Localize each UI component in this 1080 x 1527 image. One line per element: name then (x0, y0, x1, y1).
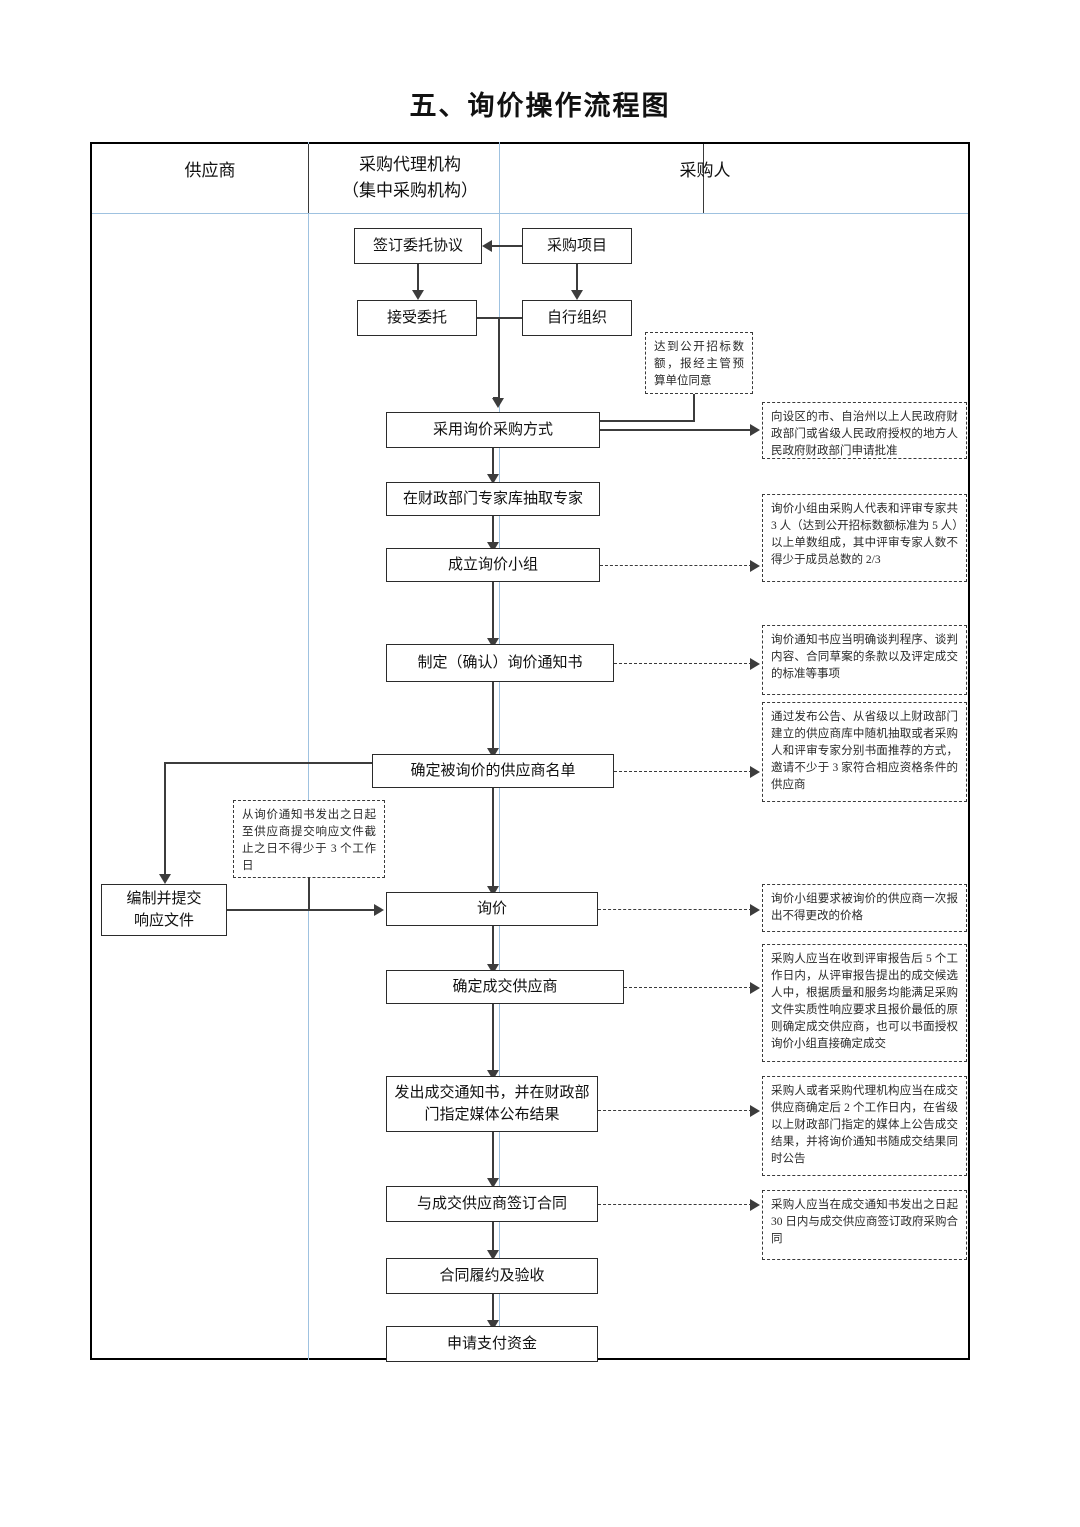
arrowhead-issue-to-contract (487, 1178, 499, 1188)
node-procurement-project[interactable]: 采购项目 (522, 228, 632, 264)
conn-list-to-inquiry (492, 788, 494, 886)
note-result-announcement: 采购人或者采购代理机构应当在成交供应商确定后 2 个工作日内，在省级以上财政部门… (762, 1076, 967, 1176)
arrowhead-group-to-notice (487, 638, 499, 648)
header-separator-2 (703, 144, 704, 214)
node-confirm-supplier-list[interactable]: 确定被询价的供应商名单 (372, 754, 614, 788)
conn-group-to-notice (492, 582, 494, 638)
header-bottom-rule (92, 213, 968, 214)
node-sign-contract[interactable]: 与成交供应商签订合同 (386, 1186, 598, 1222)
conn-adopt-to-experts (492, 448, 494, 474)
arrowhead-winner-to-issue (487, 1070, 499, 1080)
arrowhead-winner-to-note (750, 982, 760, 994)
arrowhead-list-to-prepare (159, 874, 171, 884)
lane-header-purchaser: 采购人 (679, 161, 731, 180)
conn-issue-to-contract (492, 1132, 494, 1178)
note-open-bid-threshold: 达到公开招标数额，报经主管预算单位同意 (645, 332, 753, 394)
arrowhead-performance-to-payment (487, 1320, 499, 1330)
conn-issue-to-note (598, 1110, 752, 1111)
conn-winner-to-issue (492, 1004, 494, 1070)
conn-winner-to-note (624, 987, 752, 988)
conn-sign-to-accept (417, 264, 419, 290)
node-make-notice[interactable]: 制定（确认）询价通知书 (386, 644, 614, 682)
arrowhead-adopt-to-approval (750, 424, 760, 436)
conn-group-to-note (600, 565, 752, 566)
conn-experts-to-group (492, 516, 494, 542)
node-issue-notice[interactable]: 发出成交通知书，并在财政部 门指定媒体公布结果 (386, 1076, 598, 1132)
conn-list-to-prepare-v (164, 762, 166, 874)
note-one-time-quote: 询价小组要求被询价的供应商一次报出不得更改的价格 (762, 884, 967, 932)
conn-notice-to-note (614, 663, 752, 664)
conn-note-deadline (308, 878, 310, 910)
header-separator-1 (308, 144, 309, 214)
arrowhead-notice-to-note (750, 658, 760, 670)
conn-note-threshold (693, 394, 695, 422)
node-inquiry[interactable]: 询价 (386, 892, 598, 926)
conn-list-to-note (614, 771, 752, 772)
conn-join-down (498, 317, 500, 399)
conn-performance-to-payment (492, 1294, 494, 1320)
lane-divider-2 (499, 142, 500, 1360)
arrowhead-issue-to-note (750, 1105, 760, 1117)
node-self-organize[interactable]: 自行组织 (522, 300, 632, 336)
note-apply-approval: 向设区的市、自治州以上人民政府财政部门或省级人民政府授权的地方人民政府财政部门申… (762, 402, 967, 459)
node-prepare-response[interactable]: 编制并提交 响应文件 (101, 884, 227, 936)
node-confirm-winner[interactable]: 确定成交供应商 (386, 970, 624, 1004)
arrowhead-experts-to-group (487, 542, 499, 552)
conn-project-to-sign (492, 245, 522, 247)
arrowhead-project-to-self (571, 290, 583, 300)
arrowhead-list-to-inquiry (487, 886, 499, 896)
note-group-composition: 询价小组由采购人代表和评审专家共 3 人（达到公开招标数额标准为 5 人）以上单… (762, 494, 967, 582)
node-accept-entrust[interactable]: 接受委托 (357, 300, 477, 336)
node-prepare-response-line2: 响应文件 (133, 913, 194, 929)
lane-header-agency-line2: （集中采购机构） (342, 181, 478, 200)
conn-list-to-prepare-h (164, 762, 372, 764)
note-supplier-selection: 通过发布公告、从省级以上财政部门建立的供应商库中随机抽取或者采购人和评审专家分别… (762, 702, 967, 802)
node-prepare-response-line1: 编制并提交 (126, 891, 202, 907)
conn-note-threshold-h (600, 420, 693, 422)
lane-header-agency-line1: 采购代理机构 (359, 155, 461, 174)
arrowhead-inquiry-to-winner (487, 964, 499, 974)
arrowhead-contract-to-performance (487, 1250, 499, 1260)
page-title: 五、询价操作流程图 (409, 91, 671, 122)
conn-contract-to-performance (492, 1222, 494, 1250)
lane-header-agency: 采购代理机构 （集中采购机构） (320, 152, 500, 204)
arrowhead-sign-to-accept (412, 290, 424, 300)
lane-divider-1 (308, 142, 309, 1360)
conn-notice-to-list (492, 682, 494, 748)
conn-inquiry-to-note (598, 909, 752, 910)
arrowhead-project-to-sign (482, 240, 492, 252)
node-form-group[interactable]: 成立询价小组 (386, 548, 600, 582)
conn-project-to-self (576, 264, 578, 290)
conn-adopt-to-approval (600, 429, 752, 431)
note-response-deadline: 从询价通知书发出之日起至供应商提交响应文件截止之日不得少于 3 个工作日 (233, 800, 385, 878)
arrowhead-notice-to-list (487, 748, 499, 758)
node-issue-notice-line2: 门指定媒体公布结果 (424, 1107, 560, 1123)
arrowhead-inquiry-to-note (750, 904, 760, 916)
node-sign-entrust[interactable]: 签订委托协议 (354, 228, 482, 264)
note-winner-determination: 采购人应当在收到评审报告后 5 个工作日内，从评审报告提出的成交候选人中，根据质… (762, 944, 967, 1062)
conn-inquiry-to-winner (492, 926, 494, 964)
node-contract-performance[interactable]: 合同履约及验收 (386, 1258, 598, 1294)
node-issue-notice-line1: 发出成交通知书，并在财政部 (394, 1085, 590, 1101)
arrowhead-list-to-note (750, 766, 760, 778)
conn-contract-to-note (598, 1204, 752, 1205)
arrowhead-prepare-to-inquiry (374, 904, 384, 916)
node-draw-experts[interactable]: 在财政部门专家库抽取专家 (386, 482, 600, 516)
lane-header-supplier: 供应商 (184, 161, 236, 180)
arrowhead-contract-to-note (750, 1199, 760, 1211)
node-adopt-inquiry[interactable]: 采用询价采购方式 (386, 412, 600, 448)
arrowhead-group-to-note (750, 560, 760, 572)
note-contract-deadline: 采购人应当在成交通知书发出之日起 30 日内与成交供应商签订政府采购合同 (762, 1190, 967, 1260)
conn-prepare-to-inquiry (227, 909, 376, 911)
arrowhead-to-adopt-inquiry (492, 398, 504, 408)
note-notice-content: 询价通知书应当明确谈判程序、谈判内容、合同草案的条款以及评定成交的标准等事项 (762, 625, 967, 695)
arrowhead-adopt-to-experts (487, 474, 499, 484)
node-apply-payment[interactable]: 申请支付资金 (386, 1326, 598, 1362)
